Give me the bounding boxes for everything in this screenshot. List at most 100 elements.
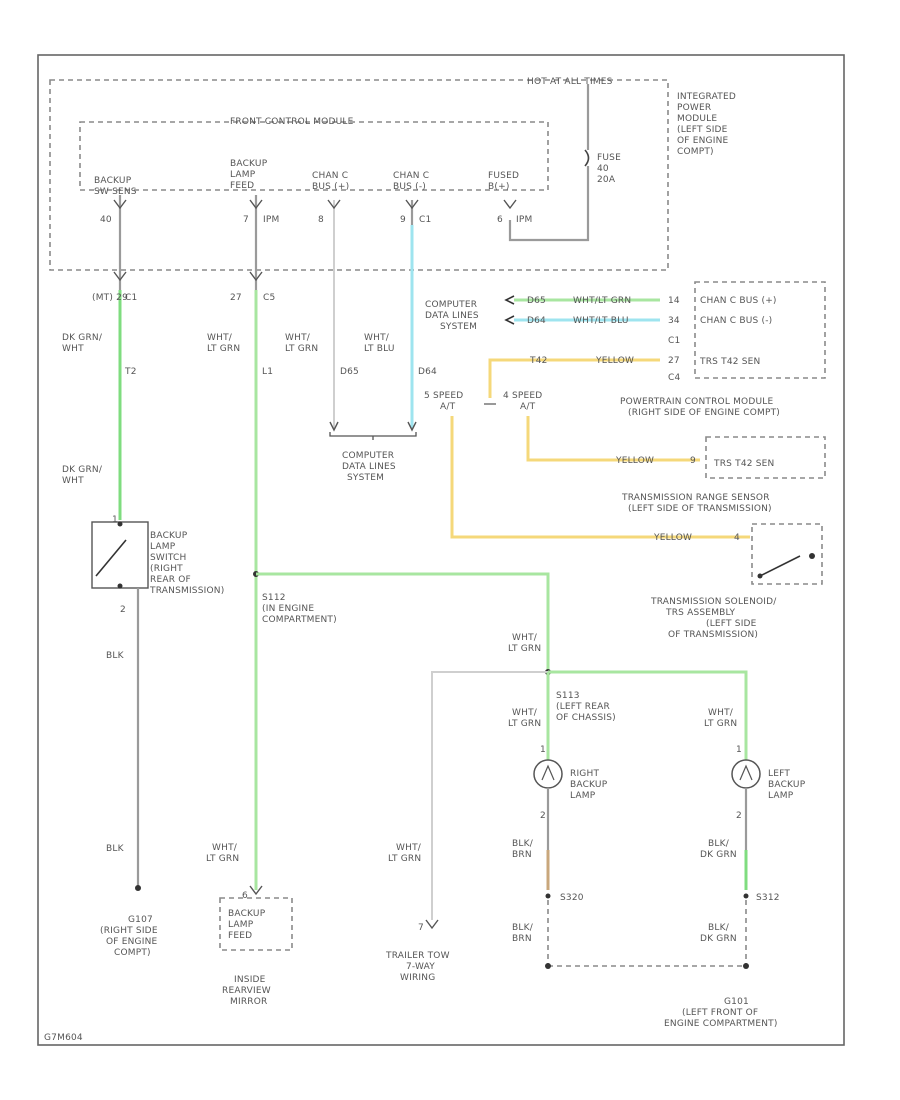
connector-c5: 27 C5: [230, 271, 275, 303]
svg-text:OF ENGINE: OF ENGINE: [677, 136, 729, 146]
pin-marker-9: [405, 199, 419, 210]
left-lamp-color-top: WHT/ LT GRN: [704, 708, 737, 729]
svg-text:WHT/LT GRN: WHT/LT GRN: [573, 296, 631, 306]
left-lamp-feed-wire: [548, 670, 748, 760]
svg-text:9: 9: [690, 456, 696, 466]
yellow-low-labels: YELLOW 4: [653, 533, 740, 543]
svg-text:WHT: WHT: [62, 344, 84, 354]
svg-text:BRN: BRN: [512, 934, 532, 944]
s320-splice-dot: [545, 893, 551, 899]
svg-text:MODULE: MODULE: [677, 114, 717, 124]
solenoid-switch-arm: [759, 555, 801, 577]
svg-text:WHT/: WHT/: [364, 333, 390, 343]
svg-text:(LEFT SIDE OF TRANSMISSION): (LEFT SIDE OF TRANSMISSION): [628, 504, 772, 514]
five-speed-label: 5 SPEED A/T: [424, 391, 463, 412]
svg-text:LEFT: LEFT: [768, 769, 790, 779]
svg-text:D64: D64: [418, 367, 437, 377]
svg-text:YELLOW: YELLOW: [595, 356, 634, 366]
svg-text:D65: D65: [527, 296, 546, 306]
wire-label-dkgrn-bottom: DK GRN/ WHT: [62, 465, 103, 486]
pcm-label: POWERTRAIN CONTROL MODULE (RIGHT SIDE OF…: [620, 397, 780, 418]
pin-backup-sw-sens: BACKUP SW SENS 40: [94, 176, 137, 225]
d65-arrow: [504, 295, 515, 305]
svg-text:WHT/: WHT/: [207, 333, 233, 343]
svg-text:WHT/LT BLU: WHT/LT BLU: [573, 316, 629, 326]
backup-switch-box: [91, 521, 149, 589]
bus-minus-end-marker: [407, 421, 417, 432]
svg-text:FEED: FEED: [228, 931, 252, 941]
right-backup-lamp-bulb-icon: [533, 759, 563, 789]
svg-text:7-WAY: 7-WAY: [406, 962, 435, 972]
left-lamp-filament: [739, 764, 753, 781]
svg-text:LAMP: LAMP: [150, 542, 176, 552]
svg-text:DATA LINES: DATA LINES: [342, 462, 396, 472]
svg-text:C5: C5: [263, 293, 275, 303]
svg-text:G101: G101: [724, 997, 749, 1007]
svg-text:BUS (-): BUS (-): [393, 182, 426, 192]
right-lamp-color-low: BLK/ BRN: [512, 923, 533, 944]
yellow-mid-labels: YELLOW 9: [615, 456, 696, 466]
svg-text:YELLOW: YELLOW: [615, 456, 654, 466]
d65-labels: D65 WHT/LT GRN 14: [527, 296, 680, 306]
svg-text:BACKUP: BACKUP: [230, 159, 268, 169]
svg-text:C1: C1: [668, 336, 680, 346]
pin-backup-lamp-feed: BACKUP LAMP FEED 7 IPM: [230, 159, 279, 225]
svg-text:4: 4: [734, 533, 740, 543]
svg-text:TRS ASSEMBLY: TRS ASSEMBLY: [665, 608, 736, 618]
svg-text:D65: D65: [340, 367, 359, 377]
data-lines-bracket: [329, 432, 417, 440]
fuse-symbol: [584, 149, 590, 167]
svg-text:BRN: BRN: [512, 850, 532, 860]
fuse-label: FUSE 40 20A: [597, 153, 621, 185]
svg-text:IPM: IPM: [516, 215, 532, 225]
left-lamp-color-low: BLK/ DK GRN: [700, 923, 737, 944]
svg-text:CHAN C BUS (-): CHAN C BUS (-): [700, 316, 772, 326]
svg-text:5 SPEED: 5 SPEED: [424, 391, 463, 401]
svg-text:FUSED: FUSED: [488, 171, 519, 181]
svg-text:WHT/: WHT/: [512, 708, 538, 718]
backup-switch-pin1: 1: [112, 515, 118, 525]
left-lamp-pin2: 2: [736, 811, 742, 821]
five-speed-wire: [450, 416, 750, 539]
svg-text:(RIGHT SIDE: (RIGHT SIDE: [100, 926, 158, 936]
svg-text:BLK/: BLK/: [512, 839, 534, 849]
svg-text:BUS (+): BUS (+): [312, 182, 349, 192]
svg-text:(LEFT FRONT OF: (LEFT FRONT OF: [682, 1008, 758, 1018]
svg-text:LT GRN: LT GRN: [508, 719, 541, 729]
svg-text:27: 27: [230, 293, 242, 303]
svg-text:LT GRN: LT GRN: [704, 719, 737, 729]
svg-text:CHAN C: CHAN C: [312, 171, 348, 181]
backup-switch-label: BACKUP LAMP SWITCH (RIGHT REAR OF TRANSM…: [149, 531, 224, 596]
left-backup-lamp-label: LEFT BACKUP LAMP: [768, 769, 806, 801]
pcm-pin-lines: CHAN C BUS (+) CHAN C BUS (-) C1 TRS T42…: [668, 296, 776, 383]
svg-text:20A: 20A: [597, 175, 616, 185]
pin-chan-c-bus-minus: CHAN C BUS (-) 9 C1: [393, 171, 431, 225]
svg-text:TRANSMISSION RANGE SENSOR: TRANSMISSION RANGE SENSOR: [621, 493, 770, 503]
svg-text:BACKUP: BACKUP: [228, 909, 266, 919]
s113-label: S113 (LEFT REAR OF CHASSIS): [556, 691, 616, 723]
svg-text:B(+): B(+): [488, 182, 510, 192]
mirror-label: INSIDE REARVIEW MIRROR: [222, 975, 271, 1007]
trailer-tow-label: TRAILER TOW 7-WAY WIRING: [385, 951, 450, 983]
svg-text:WHT/: WHT/: [212, 843, 238, 853]
backup-switch-arm: [95, 539, 127, 577]
svg-text:BACKUP: BACKUP: [768, 780, 806, 790]
svg-text:RIGHT: RIGHT: [570, 769, 599, 779]
svg-text:WHT/: WHT/: [285, 333, 311, 343]
svg-text:COMPT): COMPT): [677, 147, 714, 157]
svg-text:POWER: POWER: [677, 103, 711, 113]
svg-text:WHT/: WHT/: [396, 843, 422, 853]
svg-text:LAMP: LAMP: [570, 791, 596, 801]
svg-text:OF ENGINE: OF ENGINE: [106, 937, 158, 947]
ipm-box: [49, 79, 669, 271]
svg-text:WIRING: WIRING: [400, 973, 435, 983]
svg-text:SWITCH: SWITCH: [150, 553, 187, 563]
svg-text:TRAILER TOW: TRAILER TOW: [385, 951, 450, 961]
svg-text:OF CHASSIS): OF CHASSIS): [556, 713, 616, 723]
s112-label: S112 (IN ENGINE COMPARTMENT): [262, 593, 337, 625]
backup-switch-top-dot: [117, 521, 123, 527]
svg-text:(IN ENGINE: (IN ENGINE: [262, 604, 314, 614]
connector-c1-left: (MT) 29 C1: [92, 271, 137, 303]
svg-text:INTEGRATED: INTEGRATED: [677, 92, 736, 102]
